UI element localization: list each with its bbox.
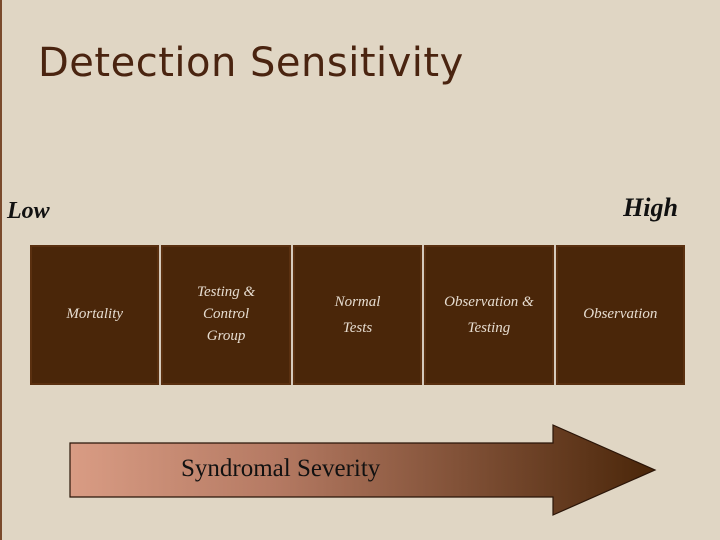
- left-border-rule: [0, 0, 2, 540]
- slide-title: Detection Sensitivity: [38, 40, 464, 86]
- category-observation: Observation: [555, 245, 686, 385]
- category-testing-control-group: Testing & Control Group: [161, 245, 291, 385]
- category-label: Observation & Testing: [444, 293, 534, 336]
- category-label: Normal Tests: [334, 293, 381, 336]
- severity-arrow-shape: [69, 424, 657, 516]
- high-label: High: [623, 193, 678, 222]
- category-mortality: Mortality: [30, 245, 160, 385]
- severity-arrow-label: Syndromal Severity: [181, 455, 381, 482]
- category-label: Testing & Control Group: [197, 284, 256, 344]
- sensitivity-row: Mortality Testing & Control Group Normal…: [30, 245, 686, 385]
- category-observation-testing: Observation & Testing: [424, 245, 554, 385]
- category-normal-tests: Normal Tests: [292, 245, 423, 385]
- category-label: Observation: [583, 306, 658, 323]
- low-label: Low: [7, 198, 50, 224]
- category-label: Mortality: [66, 306, 124, 323]
